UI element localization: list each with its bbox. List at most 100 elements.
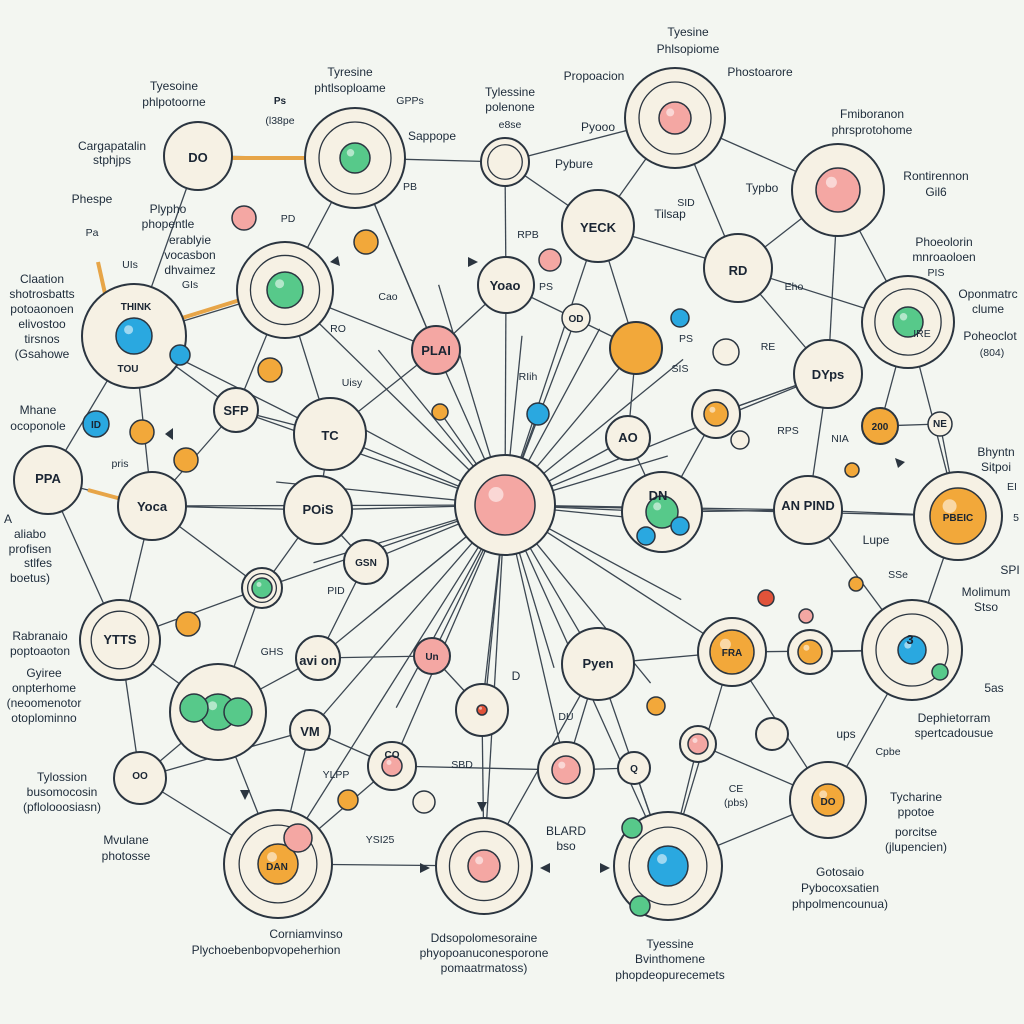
node-ring (283, 823, 313, 853)
node-highlight (825, 176, 837, 188)
label-ro: RO (330, 323, 346, 335)
node-label-think: THINK (121, 302, 152, 313)
node-ring (169, 344, 191, 366)
label-re: RE (761, 341, 776, 353)
label-riih: RIih (519, 371, 538, 383)
node-inner-ring (90, 610, 150, 670)
label-elivostoo: elivostoo (18, 317, 66, 331)
label-aliabo: aliabo (14, 527, 46, 541)
node-ring (605, 415, 651, 461)
node-label-dn: DN (649, 488, 668, 503)
node-highlight (275, 279, 285, 289)
label-nia: NIA (831, 433, 849, 445)
node-highlight (904, 641, 912, 649)
node-ring (609, 321, 663, 375)
node-orange-m4 (175, 611, 201, 637)
node-ring (431, 403, 449, 421)
label-phespe: Phespe (72, 192, 113, 206)
label-gyiree: Gyiree (26, 666, 62, 680)
node-inner-ring (875, 613, 949, 687)
node-green-left (236, 241, 334, 339)
node-ring (538, 248, 562, 272)
label-du: DU (558, 711, 573, 723)
label-pd-small: PD (281, 213, 296, 225)
node-ring (755, 717, 789, 751)
label-pb: PB (403, 181, 417, 193)
node-ring (561, 303, 591, 333)
node-inner-ring (628, 826, 708, 906)
node-ring (129, 419, 155, 445)
label-profisen: profisen (9, 542, 52, 556)
node-ring (257, 357, 283, 383)
node-highlight (666, 108, 675, 117)
node-blue-m (526, 402, 550, 426)
label-shotrosbatts: shotrosbatts (9, 287, 74, 301)
label-potoaonoen: potoaonoen (10, 302, 73, 316)
label-tyesoine: Tyesoine (150, 79, 198, 93)
node-green-right (861, 275, 955, 369)
label-dhvaimez: dhvaimez (164, 263, 215, 277)
node-label-do-top: DO (188, 150, 208, 165)
node-ring (231, 205, 257, 231)
label-ghs: GHS (261, 646, 284, 658)
label-tycharine: Tycharine (890, 790, 942, 804)
node-ao (605, 415, 651, 461)
label-pbs: (pbs) (724, 797, 748, 809)
node-ring (337, 789, 359, 811)
node-label-plai: PLAI (421, 343, 451, 358)
node-ne (927, 411, 953, 437)
label-phopdeopurecemets: phopdeopurecemets (615, 968, 724, 982)
node-orange-mid (609, 321, 663, 375)
arrow-icon (600, 863, 610, 873)
label-stlfes: stlfes (24, 556, 52, 570)
node-ring (477, 256, 535, 314)
label-plypho: Plypho (150, 202, 187, 216)
node-orange-l2 (173, 447, 199, 473)
label-pflolooosiasn: (pflolooosiasn) (23, 800, 101, 814)
label-ylpp: YLPP (323, 769, 350, 781)
node-ring (773, 475, 843, 545)
label-pyooo: Pyooo (581, 120, 615, 134)
node-label-pois: POiS (302, 502, 333, 517)
label-pyboconsatien: Pybocoxsatien (801, 881, 879, 895)
node-highlight (208, 701, 218, 711)
node-pink-br (283, 823, 313, 853)
node-highlight (346, 149, 355, 157)
label-poptoaoton: poptoaoton (10, 644, 70, 658)
label-ocoponole: ocoponole (10, 419, 66, 433)
label-claation: Claation (20, 272, 64, 286)
label-otoplominno: otoplominno (11, 711, 77, 725)
label-rpb: RPB (517, 229, 539, 241)
node-ring (561, 627, 635, 701)
node-dn (621, 471, 703, 553)
node-ring (927, 411, 953, 437)
node-un (413, 637, 451, 675)
node-core (687, 733, 709, 755)
label-dephietorram: Dephietorram (918, 711, 991, 725)
node-ring (703, 233, 773, 303)
node-ring (730, 430, 750, 450)
node-label-fra: FRA (722, 648, 743, 659)
node-white-m3 (730, 430, 750, 450)
node-highlight (267, 852, 277, 862)
node-ring (617, 751, 651, 785)
label-sbd: SBD (451, 759, 473, 771)
label-sid: SID (677, 197, 695, 209)
node-ring (173, 447, 199, 473)
node-ring (844, 462, 860, 478)
label-sappope: Sappope (408, 129, 456, 143)
node-plai (411, 325, 461, 375)
node-ring (412, 790, 436, 814)
label-pis: PIS (928, 267, 945, 279)
node-orange-t (353, 229, 379, 255)
node-ring (13, 445, 83, 515)
node-highlight (256, 582, 262, 587)
node-fra (697, 617, 767, 687)
node-ring (793, 339, 863, 409)
label-ysi25: YSI25 (366, 834, 395, 846)
node-label-3: 3 (906, 632, 913, 647)
node-ring (861, 407, 899, 445)
node-co (367, 741, 417, 791)
node-label-an-pind: AN PIND (781, 498, 834, 513)
node-label-gsn: GSN (355, 558, 377, 569)
